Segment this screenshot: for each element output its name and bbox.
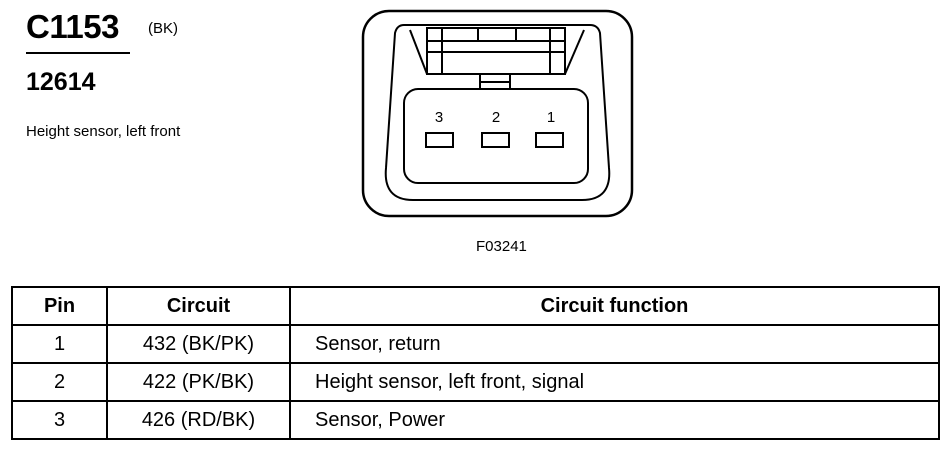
connector-inner-shroud	[384, 24, 611, 201]
pin-terminal-3	[425, 132, 454, 148]
pin-label-2: 2	[492, 109, 500, 126]
cell-function: Sensor, return	[289, 324, 940, 364]
table-row: 3 426 (RD/BK) Sensor, Power	[11, 400, 940, 440]
connector-outer-housing	[361, 9, 634, 218]
connector-description: Height sensor, left front	[26, 123, 181, 140]
part-number: 12614	[26, 68, 96, 96]
cell-pin: 3	[11, 400, 108, 440]
pin-label-3: 3	[435, 109, 443, 126]
connector-color: (BK)	[148, 20, 178, 37]
pin-terminal-2	[481, 132, 510, 148]
cell-function: Height sensor, left front, signal	[289, 362, 940, 402]
connector-face-diagram: 3 2 1	[361, 9, 634, 218]
cell-circuit: 422 (PK/BK)	[106, 362, 291, 402]
connector-code: C1153	[26, 8, 119, 45]
table-header-row: Pin Circuit Circuit function	[11, 286, 940, 326]
guide-rail-right	[564, 29, 585, 75]
table-row: 2 422 (PK/BK) Height sensor, left front,…	[11, 362, 940, 402]
terminal-cavity	[403, 88, 589, 184]
table-row: 1 432 (BK/PK) Sensor, return	[11, 324, 940, 364]
pin-label-1: 1	[547, 109, 555, 126]
code-underline	[26, 52, 130, 54]
cell-circuit: 426 (RD/BK)	[106, 400, 291, 440]
pinout-table: Pin Circuit Circuit function 1 432 (BK/P…	[11, 286, 940, 440]
pin-terminal-1	[535, 132, 564, 148]
cell-function: Sensor, Power	[289, 400, 940, 440]
figure-id: F03241	[476, 238, 527, 255]
guide-rail-left	[409, 29, 428, 75]
header-circuit-function: Circuit function	[289, 286, 940, 326]
cell-pin: 2	[11, 362, 108, 402]
header-pin: Pin	[11, 286, 108, 326]
cell-pin: 1	[11, 324, 108, 364]
header-circuit: Circuit	[106, 286, 291, 326]
cell-circuit: 432 (BK/PK)	[106, 324, 291, 364]
